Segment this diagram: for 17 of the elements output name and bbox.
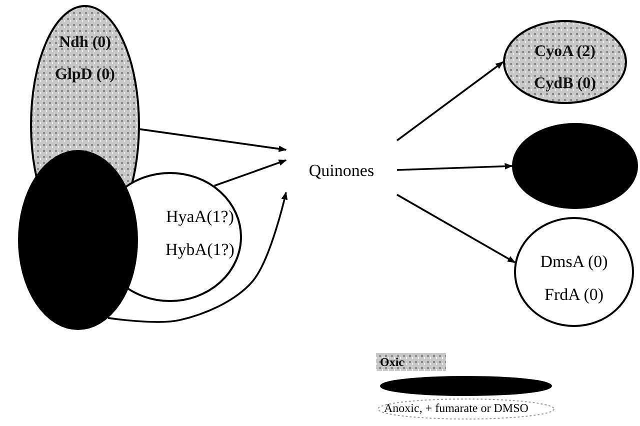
protein-label: GlpD (0) xyxy=(55,67,115,83)
arrow xyxy=(108,192,288,323)
protein-label: Ndh (0) xyxy=(58,35,111,51)
arrow xyxy=(140,128,287,152)
arrow xyxy=(396,194,516,264)
arrow xyxy=(396,61,504,142)
protein-label: CyoA (2) xyxy=(534,44,596,60)
protein-label: CydB (0) xyxy=(534,76,596,92)
protein-label: HyaA(1?) xyxy=(166,208,234,225)
protein-label: FrdA (0) xyxy=(544,286,604,303)
label: Quinones xyxy=(308,162,374,178)
legend-label: Oxic xyxy=(380,356,404,368)
protein-label: HybA(1?) xyxy=(166,241,234,258)
arrow xyxy=(214,159,287,187)
arrow xyxy=(396,163,513,171)
legend-label: Anoxic, + fumarate or DMSO xyxy=(384,402,528,414)
protein-label: DmsA (0) xyxy=(540,253,608,270)
